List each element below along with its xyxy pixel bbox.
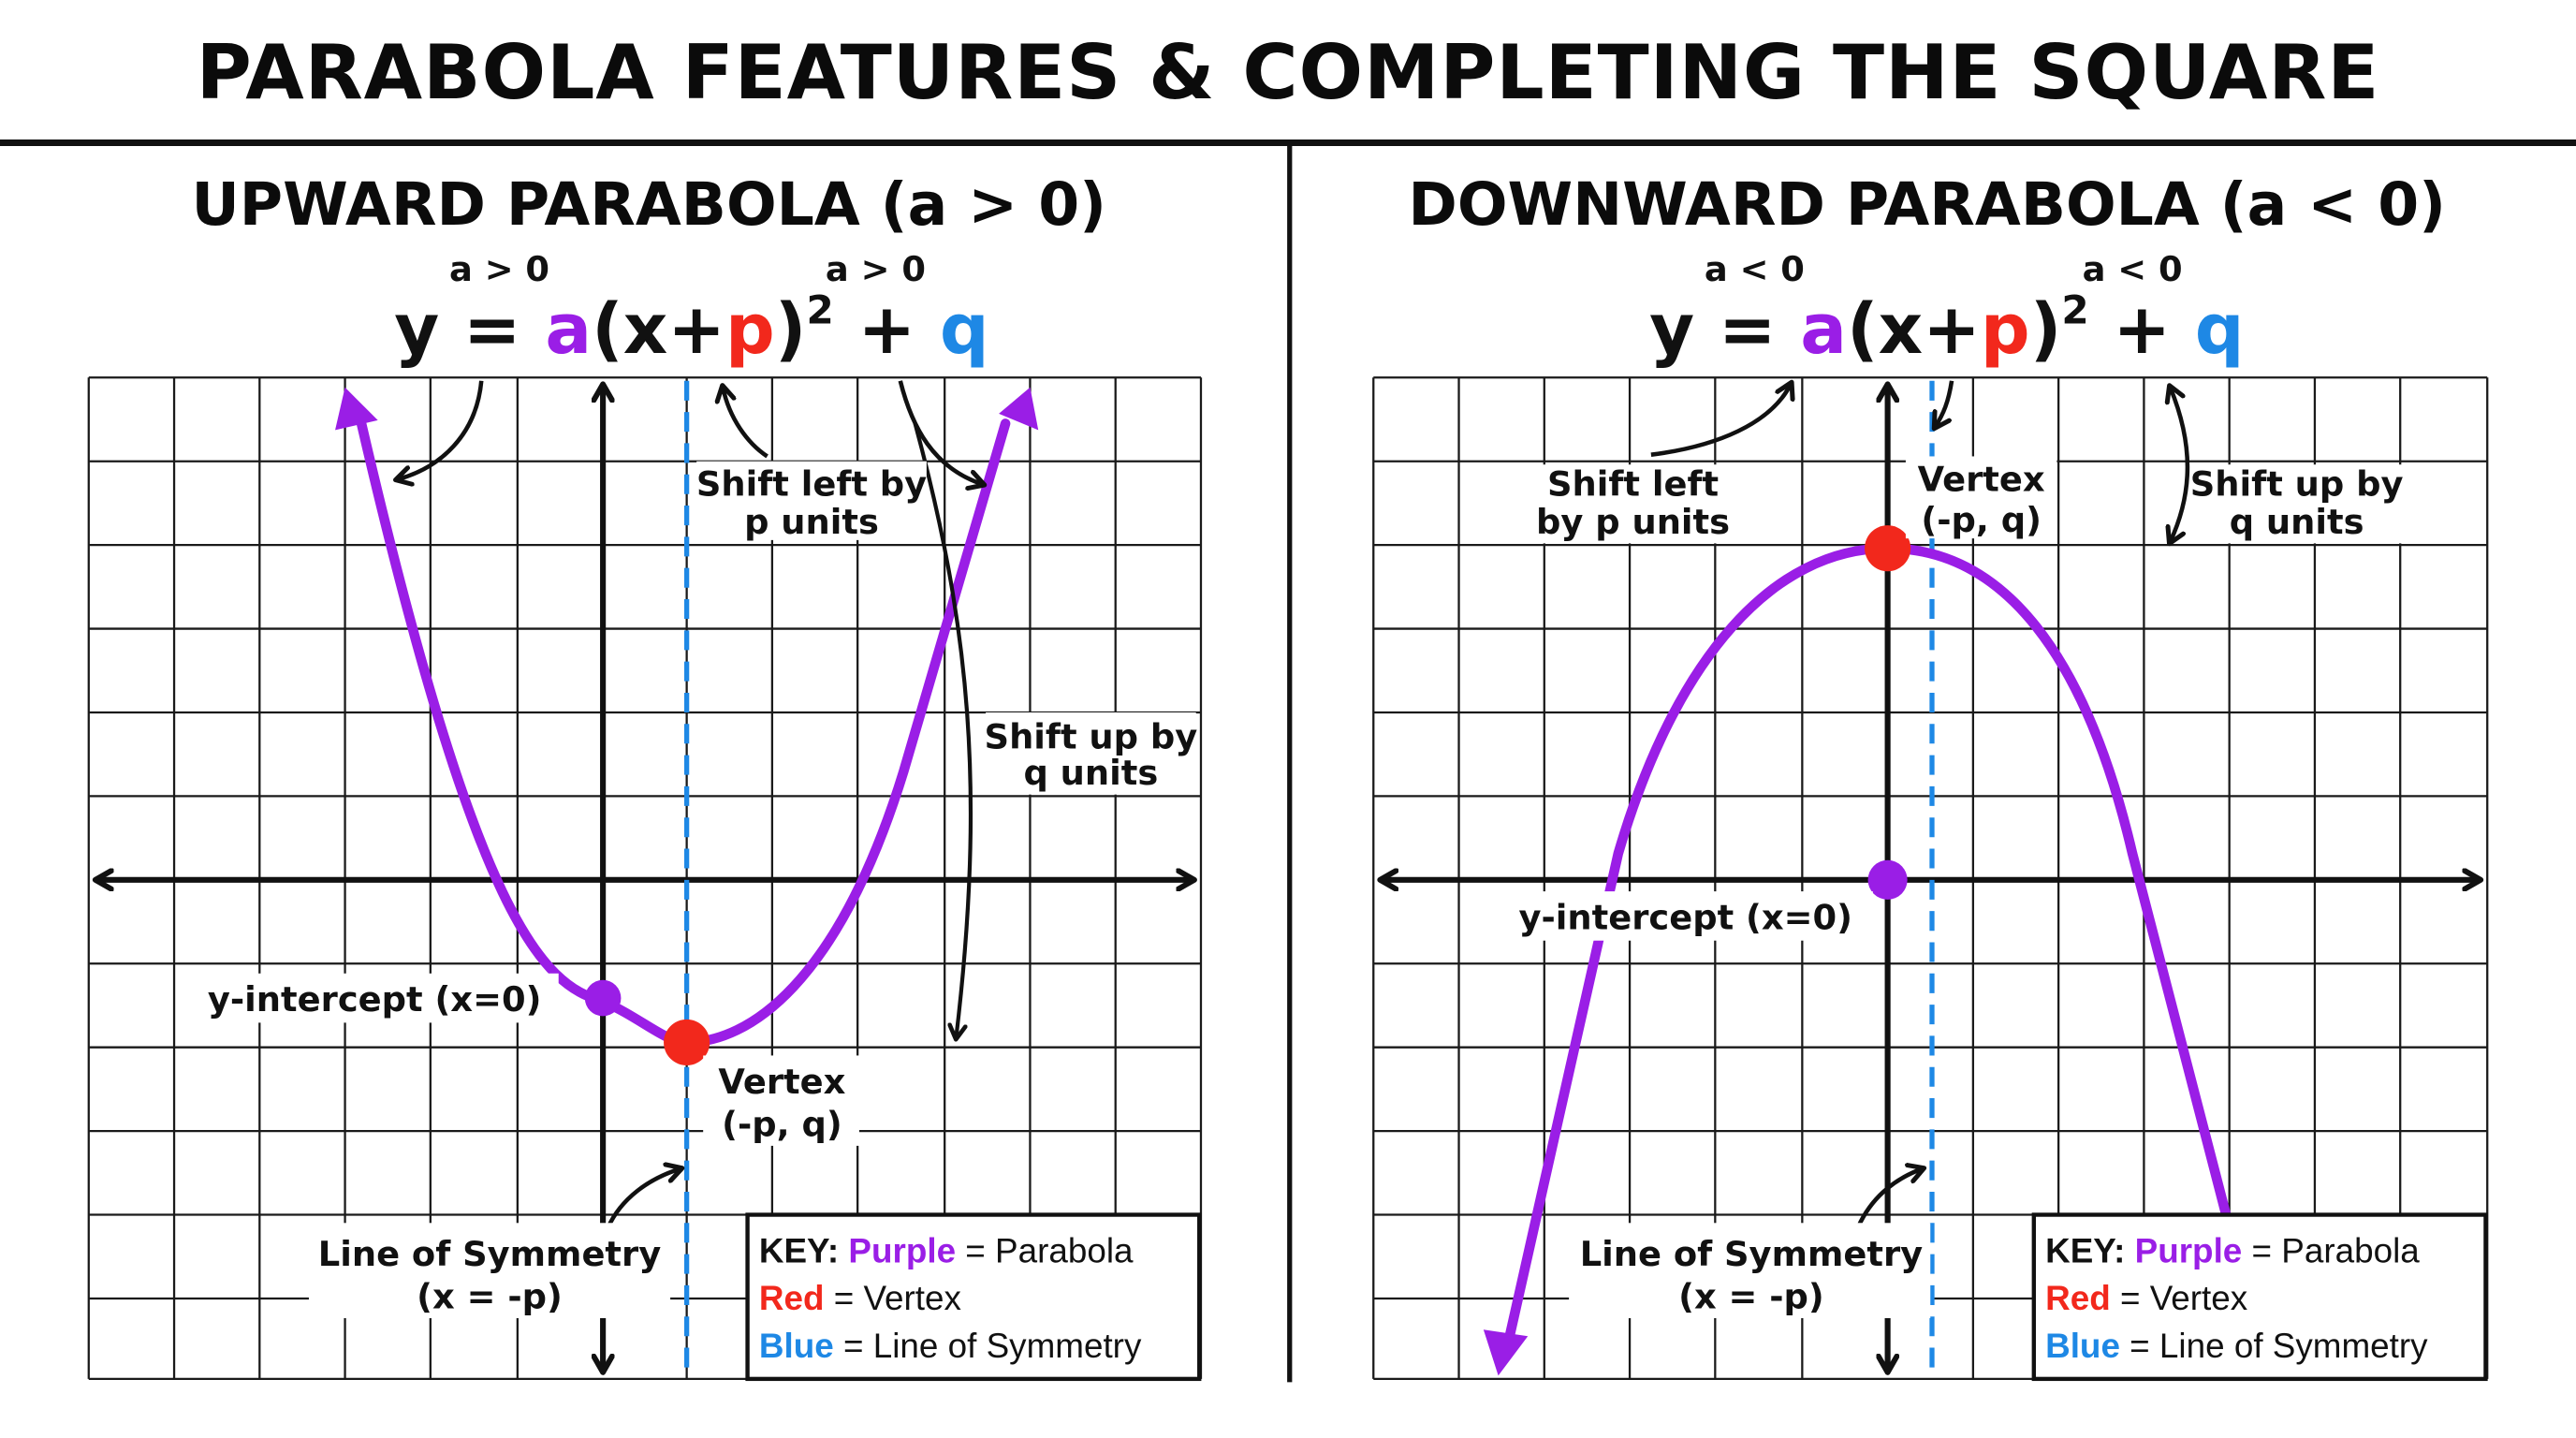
left-symmetry-equation: (x = -p) [417,1276,563,1316]
right-heading: DOWNWARD PARABOLA (a < 0) [1408,169,2446,239]
left-arrow-a-icon [398,380,484,479]
coef-q: q [2195,290,2245,370]
coef-p: p [1981,290,2030,370]
svg-text:Blue = Line of Symmetry: Blue = Line of Symmetry [759,1327,1142,1365]
left-shift-up-label: Shift up by [985,717,1198,757]
right-shift-left-label-2: by p units [1536,502,1730,542]
left-vertex-coords: (-p, q) [722,1104,842,1144]
left-shift-left-label-2: p units [744,502,879,542]
svg-text:Blue = Line of Symmetry: Blue = Line of Symmetry [2045,1327,2428,1365]
right-vertex-coords: (-p, q) [1921,500,2042,540]
svg-text:KEY: Purple = Parabola: KEY: Purple = Parabola [759,1231,1134,1269]
left-y-intercept-label: y-intercept (x=0) [208,979,542,1020]
left-symmetry-label: Line of Symmetry [318,1234,661,1274]
right-symmetry-label: Line of Symmetry [1580,1234,1923,1274]
left-vertex-point-icon [664,1019,710,1065]
right-panel: DOWNWARD PARABOLA (a < 0) a < 0 a < 0 y … [1372,169,2489,1382]
left-panel: UPWARD PARABOLA (a > 0) a > 0 a > 0 y = … [87,169,1203,1382]
right-cond-a: a < 0 [1705,249,1805,289]
left-arrow-shift-up-icon [913,422,973,1037]
right-equation: y = a(x+p)2 + q [1649,286,2244,370]
left-cond-q: a > 0 [826,249,926,289]
right-arrow-p-icon [1936,380,1954,427]
left-arrow-shift-left-icon [723,388,768,459]
right-arrow-shift-up-icon [2170,388,2190,542]
right-key-legend: KEY: Purple = Parabola Red = Vertex Blue… [2031,1212,2488,1382]
coef-p: p [725,290,775,370]
left-key-legend: KEY: Purple = Parabola Red = Vertex Blue… [745,1212,1202,1382]
svg-text:KEY: Purple = Parabola: KEY: Purple = Parabola [2045,1231,2420,1269]
left-shift-up-label-2: q units [1023,753,1158,793]
right-shift-left-label: Shift left [1547,464,1719,505]
left-y-intercept-point-icon [584,979,622,1017]
right-y-intercept-label: y-intercept (x=0) [1518,897,1852,937]
right-shift-up-label: Shift up by [2190,464,2404,505]
left-equation: y = a(x+p)2 + q [394,286,988,370]
left-arrow-symmetry-icon [606,1168,680,1229]
left-parabola-arrowhead-right-icon [999,387,1039,431]
right-shift-up-label-2: q units [2230,502,2364,542]
right-y-intercept-point-icon [1867,859,1908,900]
right-arrow-shift-left-icon [1650,384,1791,457]
left-parabola-curve [356,418,1011,1048]
right-vertex-point-icon [1865,525,1911,572]
page-title: PARABOLA FEATURES & COMPLETING THE SQUAR… [197,29,2380,117]
left-vertex-label: Vertex [718,1062,845,1102]
left-shift-left-label: Shift left by [696,464,927,505]
left-cond-a: a > 0 [449,249,549,289]
left-heading: UPWARD PARABOLA (a > 0) [191,169,1106,239]
right-symmetry-equation: (x = -p) [1678,1276,1824,1316]
left-parabola-arrowhead-left-icon [335,387,378,431]
svg-text:Red = Vertex: Red = Vertex [759,1279,962,1317]
left-arrow-q-icon [898,380,983,484]
coef-a: a [1800,290,1847,370]
right-vertex-label: Vertex [1918,459,2045,499]
coef-a: a [545,290,592,370]
svg-text:Red = Vertex: Red = Vertex [2045,1279,2248,1317]
right-cond-q: a < 0 [2083,249,2183,289]
coef-q: q [940,290,989,370]
